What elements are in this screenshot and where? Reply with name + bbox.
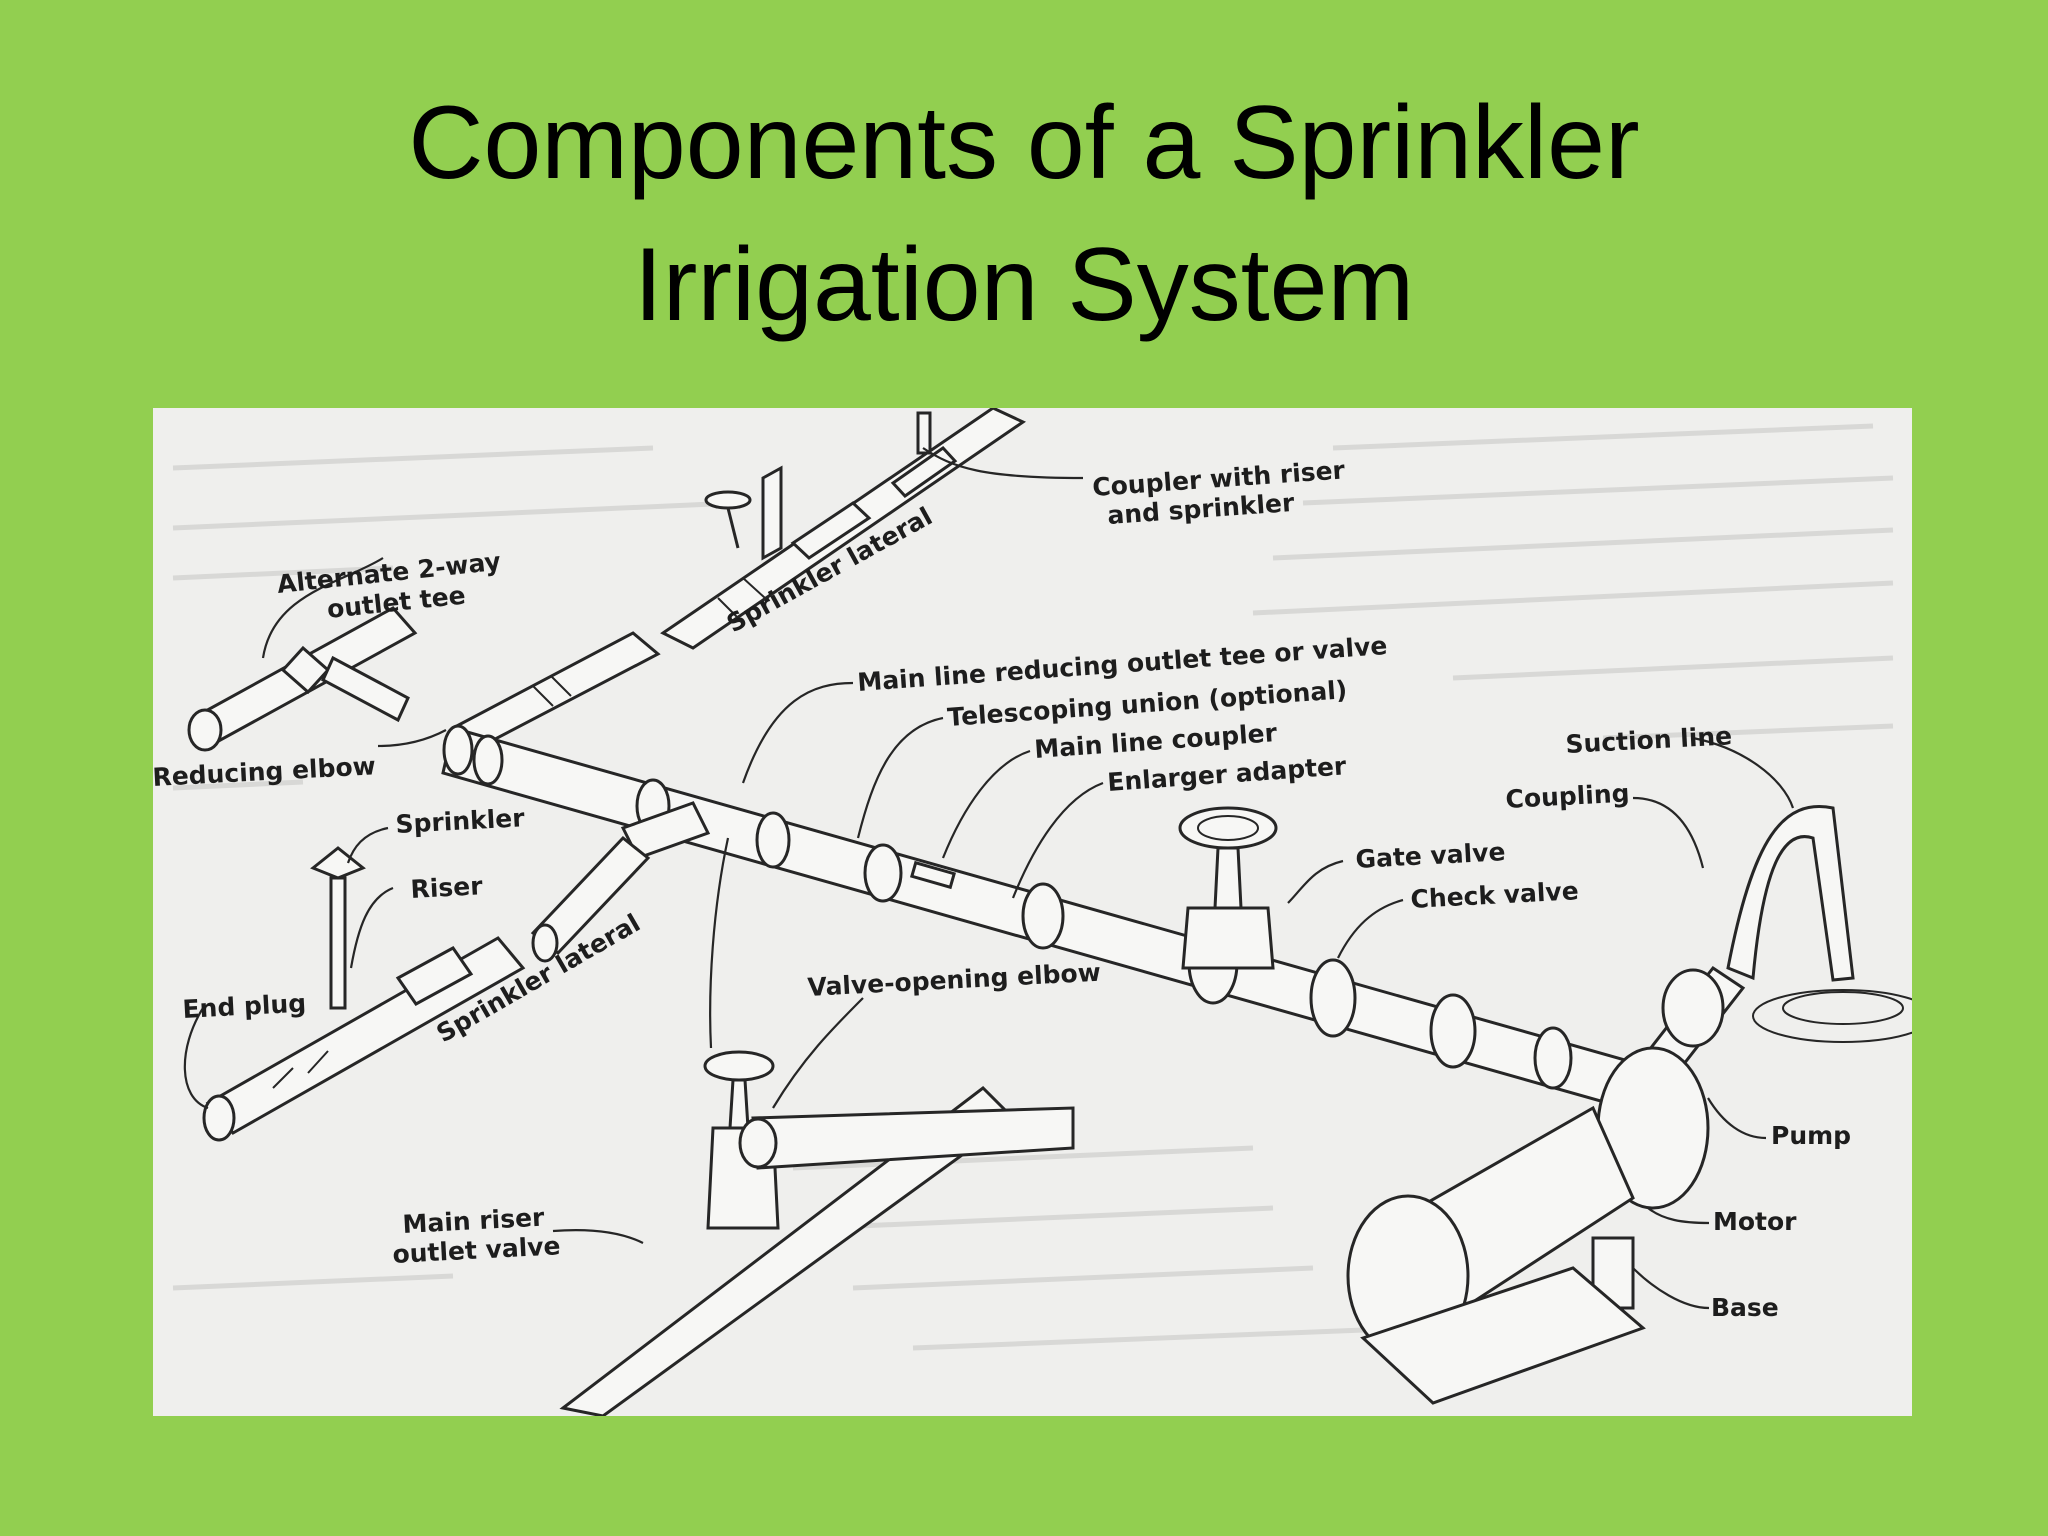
background-texture bbox=[172, 423, 1894, 1351]
label-reducing-elbow: Reducing elbow bbox=[153, 751, 376, 792]
label-suction-line: Suction line bbox=[1565, 721, 1733, 759]
label-check-valve: Check valve bbox=[1410, 876, 1580, 914]
label-valve-opening-elbow: Valve-opening elbow bbox=[807, 958, 1102, 1002]
main-line-tee-branch bbox=[530, 801, 711, 963]
label-main-line-coupler: Main line coupler bbox=[1033, 718, 1278, 764]
top-sprinkler-lateral-pipe bbox=[660, 408, 1027, 650]
alternate-outlet-tee bbox=[187, 606, 418, 752]
label-base: Base bbox=[1711, 1293, 1779, 1322]
label-enlarger-adapter: Enlarger adapter bbox=[1106, 751, 1347, 797]
label-pump: Pump bbox=[1771, 1121, 1851, 1150]
gate-valve-drawing bbox=[1178, 806, 1278, 970]
valve-opening-elbow-drawing bbox=[559, 1050, 1075, 1416]
label-gate-valve: Gate valve bbox=[1355, 837, 1506, 874]
label-coupling: Coupling bbox=[1505, 779, 1630, 814]
diagram-drawing: Coupler with riser and sprinkler Sprinkl… bbox=[153, 408, 1912, 1416]
title-line-2: Irrigation System bbox=[633, 227, 1415, 343]
lower-lateral-drawing bbox=[202, 846, 526, 1142]
slide-title: Components of a Sprinkler Irrigation Sys… bbox=[0, 72, 2048, 356]
label-end-plug: End plug bbox=[182, 989, 307, 1024]
suction-line-drawing bbox=[1726, 805, 1912, 1043]
leader-lines bbox=[183, 447, 1795, 1310]
title-line-1: Components of a Sprinkler bbox=[408, 85, 1640, 201]
label-motor: Motor bbox=[1713, 1207, 1797, 1236]
label-riser: Riser bbox=[410, 871, 484, 904]
pump-motor-base-drawing bbox=[1346, 965, 1746, 1405]
label-sprinkler: Sprinkler bbox=[395, 803, 526, 839]
sprinkler-system-diagram: Coupler with riser and sprinkler Sprinkl… bbox=[153, 408, 1912, 1416]
upper-lateral-pipe bbox=[450, 631, 661, 750]
